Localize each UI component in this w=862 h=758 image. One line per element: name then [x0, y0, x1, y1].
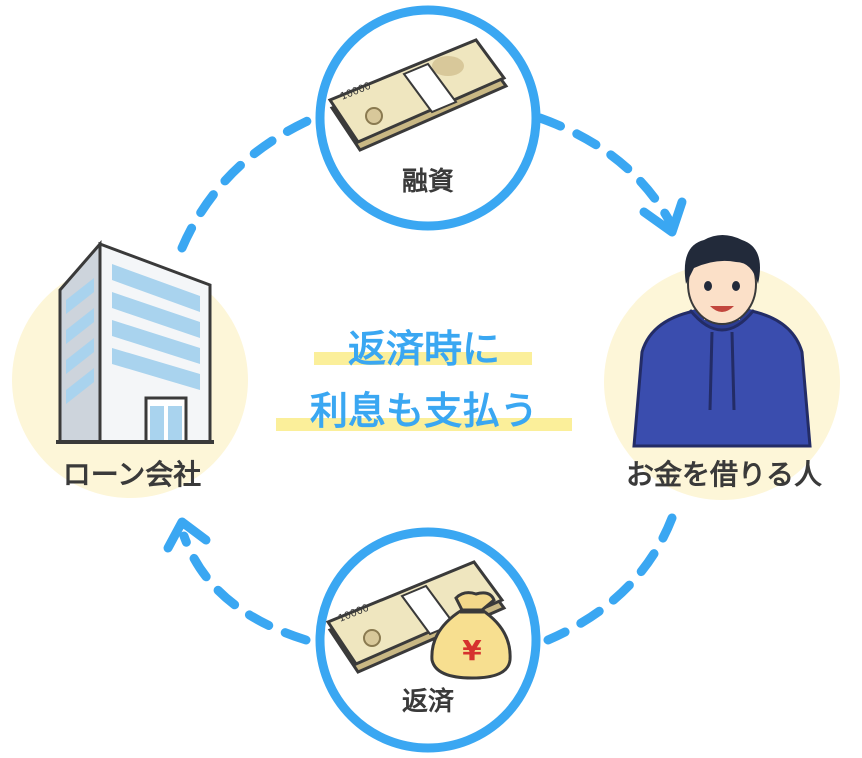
banknote-and-yen-bag-icon: 10000 ¥ [325, 560, 512, 680]
repayment-node: 10000 ¥ 返済 [315, 527, 541, 753]
loan-node: 10000 融資 [315, 5, 541, 231]
cycle-arrows [177, 113, 677, 645]
borrower-label: お金を借りる人 [626, 458, 822, 491]
center-line-1: 返済時に [348, 327, 500, 371]
arrow-repayment-to-lender [179, 531, 311, 645]
arrowhead-to-lender [163, 517, 211, 553]
lender-label: ローン会社 [63, 458, 202, 491]
arrowheads [163, 197, 687, 553]
yen-symbol: ¥ [462, 634, 482, 667]
arrowhead-to-borrower [639, 197, 687, 237]
arrow-loan-to-borrower [535, 113, 675, 227]
arrow-borrower-to-repayment [543, 513, 677, 645]
lender-node: ローン会社 [12, 239, 248, 498]
money-bag-icon: ¥ [430, 591, 512, 680]
man-in-hoodie-icon [632, 235, 812, 448]
office-building-icon [56, 239, 214, 444]
center-caption: 返済時に 利息も支払う [276, 327, 572, 433]
center-line-2: 利息も支払う [310, 389, 538, 433]
loan-label: 融資 [402, 167, 454, 197]
banknote-bundle-icon: 10000 [327, 38, 509, 152]
borrower-node: お金を借りる人 [604, 235, 840, 500]
repayment-label: 返済 [402, 686, 455, 717]
arrow-lender-to-loan [177, 113, 319, 253]
